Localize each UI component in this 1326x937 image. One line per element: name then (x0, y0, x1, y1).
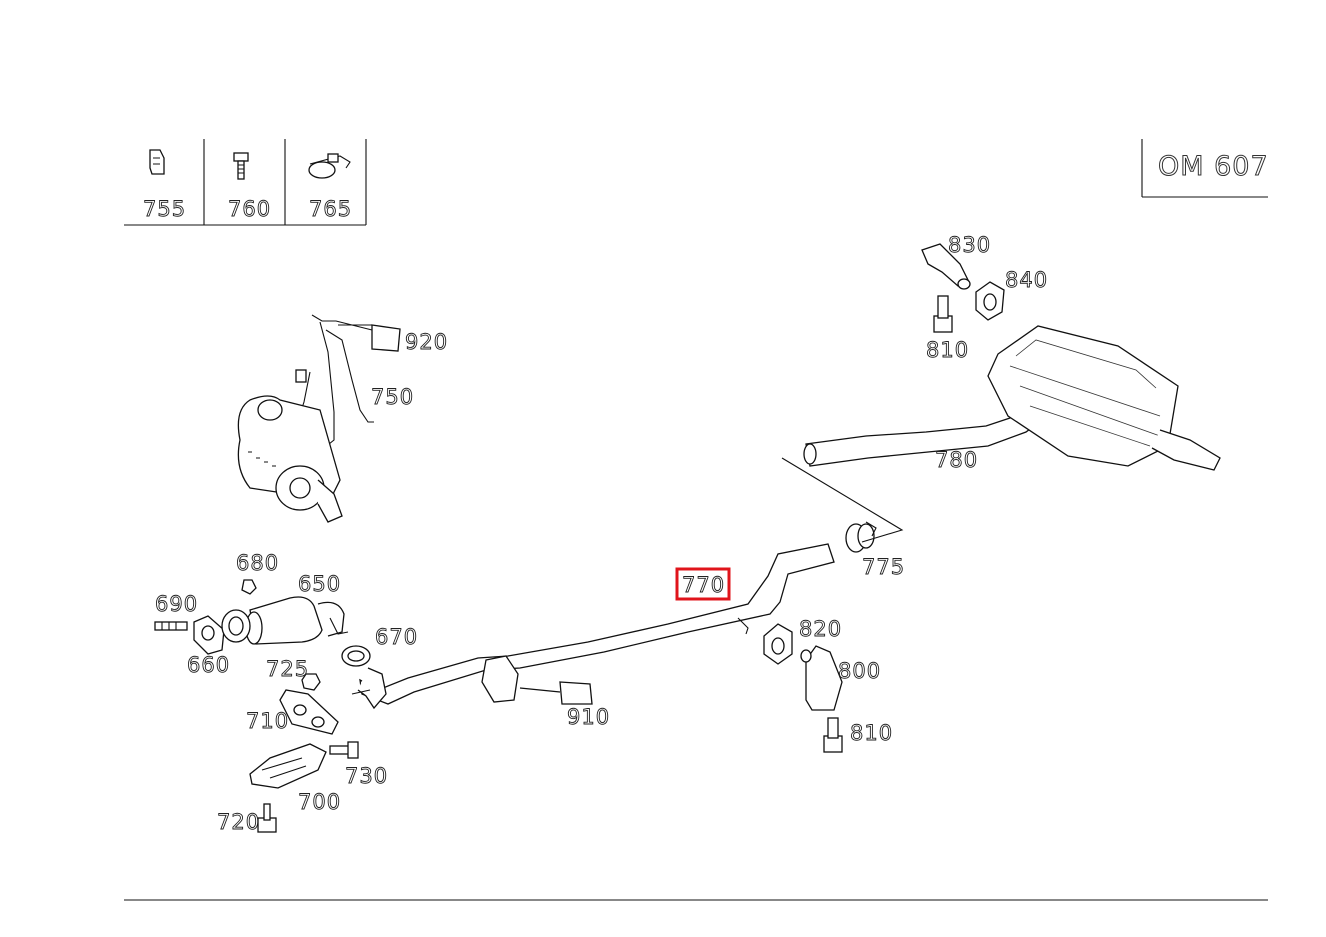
rubber-mount-820[interactable] (763, 623, 793, 665)
bolt-icon (233, 152, 249, 180)
legend-number[interactable]: 755 (143, 197, 186, 222)
part-label-780[interactable]: 780 (935, 448, 978, 473)
highlight-box (675, 567, 731, 601)
part-label-660[interactable]: 660 (187, 653, 230, 678)
bracket-700[interactable] (249, 743, 327, 789)
part-label-750[interactable]: 750 (371, 385, 414, 410)
particulate-filter[interactable] (237, 314, 377, 523)
part-label-770[interactable]: 770 (682, 573, 725, 598)
engine-code: OM 607 (1158, 151, 1269, 182)
legend-number[interactable]: 765 (309, 197, 352, 222)
part-label-710[interactable]: 710 (246, 709, 289, 734)
part-labels: 920 750 830 840 810 780 775 770 820 800 … (155, 233, 1048, 835)
engine-code-box: OM 607 (1141, 139, 1269, 198)
legend-number[interactable]: 760 (228, 197, 271, 222)
hanger-800[interactable] (800, 645, 843, 711)
sensor-910[interactable] (519, 681, 593, 705)
part-label-830[interactable]: 830 (948, 233, 991, 258)
exhaust-sensor-920[interactable] (338, 324, 401, 352)
part-label-650[interactable]: 650 (298, 572, 341, 597)
part-label-810[interactable]: 810 (926, 338, 969, 363)
part-label-680[interactable]: 680 (236, 551, 279, 576)
front-catalyst-650[interactable] (245, 596, 349, 645)
bolt-810-top[interactable] (933, 295, 953, 333)
bolt-810-bottom[interactable] (823, 717, 843, 753)
clamp-670[interactable] (341, 645, 371, 667)
stud-690[interactable] (154, 621, 188, 631)
part-label-700[interactable]: 700 (298, 790, 341, 815)
pipe-clamp-icon (308, 153, 351, 179)
part-label-800[interactable]: 800 (838, 659, 881, 684)
part-label-820[interactable]: 820 (799, 617, 842, 642)
bracket-710[interactable] (279, 689, 339, 735)
part-label-690[interactable]: 690 (155, 592, 198, 617)
clip-icon (149, 149, 165, 175)
part-label-810[interactable]: 810 (850, 721, 893, 746)
gasket-660[interactable] (193, 615, 225, 655)
rear-pipe-780[interactable] (781, 405, 1043, 543)
flange-680[interactable] (221, 579, 257, 643)
part-label-730[interactable]: 730 (345, 764, 388, 789)
nut-725[interactable] (301, 673, 321, 691)
rear-muffler[interactable] (987, 325, 1221, 471)
hanger-830[interactable] (921, 243, 971, 290)
part-label-920[interactable]: 920 (405, 330, 448, 355)
bolt-730[interactable] (329, 741, 359, 759)
legend-table: 755 760 765 (124, 139, 367, 226)
bolt-720[interactable] (257, 803, 277, 833)
rubber-mount-840[interactable] (975, 281, 1005, 321)
part-label-840[interactable]: 840 (1005, 268, 1048, 293)
part-label-720[interactable]: 720 (217, 810, 260, 835)
part-label-725[interactable]: 725 (266, 657, 309, 682)
clamp-775[interactable] (845, 521, 877, 553)
intermediate-pipe-770[interactable] (351, 543, 835, 710)
part-label-775[interactable]: 775 (862, 555, 905, 580)
part-label-910[interactable]: 910 (567, 705, 610, 730)
part-label-670[interactable]: 670 (375, 625, 418, 650)
